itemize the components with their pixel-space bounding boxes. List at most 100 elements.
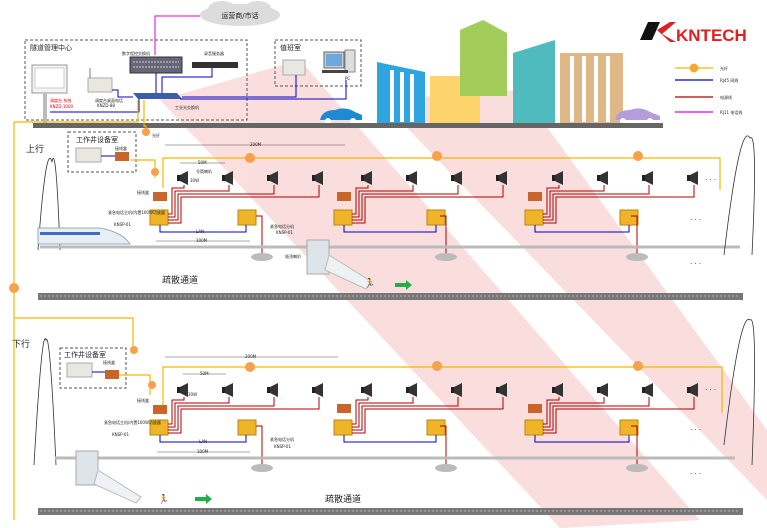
upper-well-room — [67, 131, 137, 173]
terminal-box-icon — [115, 152, 129, 161]
pbx-label: 数字程控交换机 — [122, 50, 150, 56]
upper-segment-2 — [333, 192, 446, 233]
duty-room: 值班室 PC — [180, 39, 362, 100]
rj11-line — [154, 15, 200, 55]
tunnel-portal-icon — [723, 135, 755, 256]
horn-speaker-icon — [687, 383, 698, 397]
recorder-icon — [192, 62, 238, 68]
horn-speaker-icon — [642, 383, 653, 397]
span-long-label: 200M — [245, 354, 257, 359]
horn-speaker-icon — [406, 383, 417, 397]
ceiling-speaker-label: 吸顶喇叭 — [285, 253, 301, 259]
sub-phone-model: KNSP-01 — [274, 444, 291, 449]
upper-horns — [168, 171, 698, 261]
brand-name: KNTECH — [676, 26, 747, 45]
exit-arrow-icon — [395, 280, 412, 290]
lower-direction-label: 下行 — [12, 338, 30, 350]
upper-fiber-label: 光纤 — [152, 132, 160, 138]
sub-phone-model: KNSP-01 — [276, 230, 293, 235]
ceiling-speaker-icon — [626, 464, 648, 472]
car-purple-icon — [615, 108, 660, 124]
span-short-label: 50M — [200, 371, 209, 376]
cloud-label: 运营商/市话 — [221, 11, 258, 20]
upper-room-title: 工作井设备室 — [76, 135, 118, 144]
main-phone-label: 紧急电话主机/内置100W功放器 — [108, 209, 165, 215]
continuation-dots: · · · — [690, 426, 701, 434]
lower-segment-2 — [333, 404, 446, 443]
lower-tunnel: 下行 工作井设备室 接线盒 200M 50M 100M 接线盒 紧急电话主机/内… — [12, 318, 755, 515]
legend-rj11: RJ11 电话线 — [720, 109, 742, 115]
optical-switch-icon — [133, 93, 182, 99]
duty-phone-icon — [282, 59, 306, 76]
exit-arrow-icon — [195, 494, 212, 504]
horn-power: 30W — [188, 392, 197, 397]
horn-speaker-icon — [267, 171, 278, 185]
horn-speaker-icon — [496, 383, 507, 397]
fiber-icon — [689, 63, 699, 73]
duty-room-title: 值班室 — [280, 43, 301, 52]
horn-speaker-icon — [267, 383, 278, 397]
control-center-title: 隧道管理中心 — [30, 43, 72, 52]
ceiling-speaker-icon — [626, 253, 648, 261]
tunnel-management-center: 隧道管理中心 调度台 系统 KNZD-1000 调度台桌面电话 KNZD-88 … — [24, 39, 248, 125]
horn-power: 30W — [190, 178, 199, 183]
continuation-dots: · · · — [705, 386, 716, 394]
horn-speaker-icon — [312, 383, 323, 397]
lower-horns — [168, 383, 698, 472]
span-long-label: 200M — [250, 142, 262, 147]
continuation-dots: · · · — [690, 470, 701, 478]
pc-label: PC — [345, 76, 350, 81]
lower-room-title: 工作井设备室 — [64, 350, 106, 359]
car-blue-icon — [320, 108, 362, 124]
tunnel-portal-icon — [723, 318, 755, 466]
upper-evacuation-label: 疏散通道 — [162, 274, 198, 286]
horn-speaker-icon — [177, 383, 188, 397]
dispatch-phone-icon — [87, 77, 113, 93]
horn-speaker-icon — [642, 171, 653, 185]
ground-road — [33, 123, 663, 128]
horn-speaker-icon — [597, 171, 608, 185]
upper-segment-3 — [524, 192, 639, 233]
horn-speaker-icon — [597, 383, 608, 397]
continuation-dots: · · · — [690, 216, 701, 224]
lower-evacuation-road — [38, 508, 743, 515]
terminal-box-label: 接线盒 — [137, 397, 149, 403]
carrier-cloud: 运营商/市话 — [200, 1, 280, 26]
upper-terminal-box-label: 接线盒 — [115, 145, 127, 151]
horn-speaker-icon — [177, 171, 188, 185]
span-short-label: 50M — [198, 160, 207, 165]
horn-speaker-icon — [687, 171, 698, 185]
horn-speaker-icon — [222, 171, 233, 185]
horn-speaker-icon — [361, 383, 372, 397]
switch-label: 工业光交换机 — [175, 104, 199, 110]
tunnel-portal-icon — [33, 338, 57, 466]
span-phone-label: 100M — [196, 238, 208, 243]
upper-segment-1: 接线盒 紧急电话主机/内置100W功放器 KNSP-01 紧急电话分机 KNSP… — [108, 168, 301, 259]
upper-direction-label: 上行 — [26, 143, 44, 155]
horn-speaker-icon — [406, 171, 417, 185]
ceiling-speaker-icon — [435, 464, 457, 472]
horn-speaker-icon — [361, 171, 372, 185]
main-phone-label: 紧急电话主机/内置100W功放器 — [104, 419, 161, 425]
dispatch-phone-model: KNZD-88 — [97, 103, 115, 108]
sub-phone-icon — [237, 209, 257, 226]
lower-segment-1: 接线盒 紧急电话主机/内置100W功放器 KNSP-01 紧急电话分机 KNSP… — [104, 392, 294, 449]
sub-phone-label: 紧急电话分机 — [270, 223, 294, 229]
span-phone-label: 100M — [197, 449, 209, 454]
main-phone-model: KNSP-01 — [114, 222, 131, 227]
pbx-icon — [129, 56, 183, 74]
dispatch-system-label: 调度台 系统 — [50, 97, 71, 103]
continuation-dots: · · · — [705, 176, 716, 184]
lower-evacuation-label: 疏散通道 — [325, 493, 361, 505]
running-person-icon: 🏃 — [364, 277, 375, 289]
horn-speaker-icon — [451, 171, 462, 185]
sub-phone-label: 紧急电话分机 — [270, 436, 294, 442]
upper-evacuation-road — [38, 293, 743, 300]
ceiling-speaker-icon — [251, 253, 273, 261]
legend-rj45: RJ45 网线 — [720, 77, 738, 83]
evacuation-stairs-icon — [306, 239, 373, 290]
tunnel-portal-icon — [37, 157, 61, 251]
lower-well-room — [59, 347, 127, 389]
lan-label: LAN — [199, 439, 207, 444]
